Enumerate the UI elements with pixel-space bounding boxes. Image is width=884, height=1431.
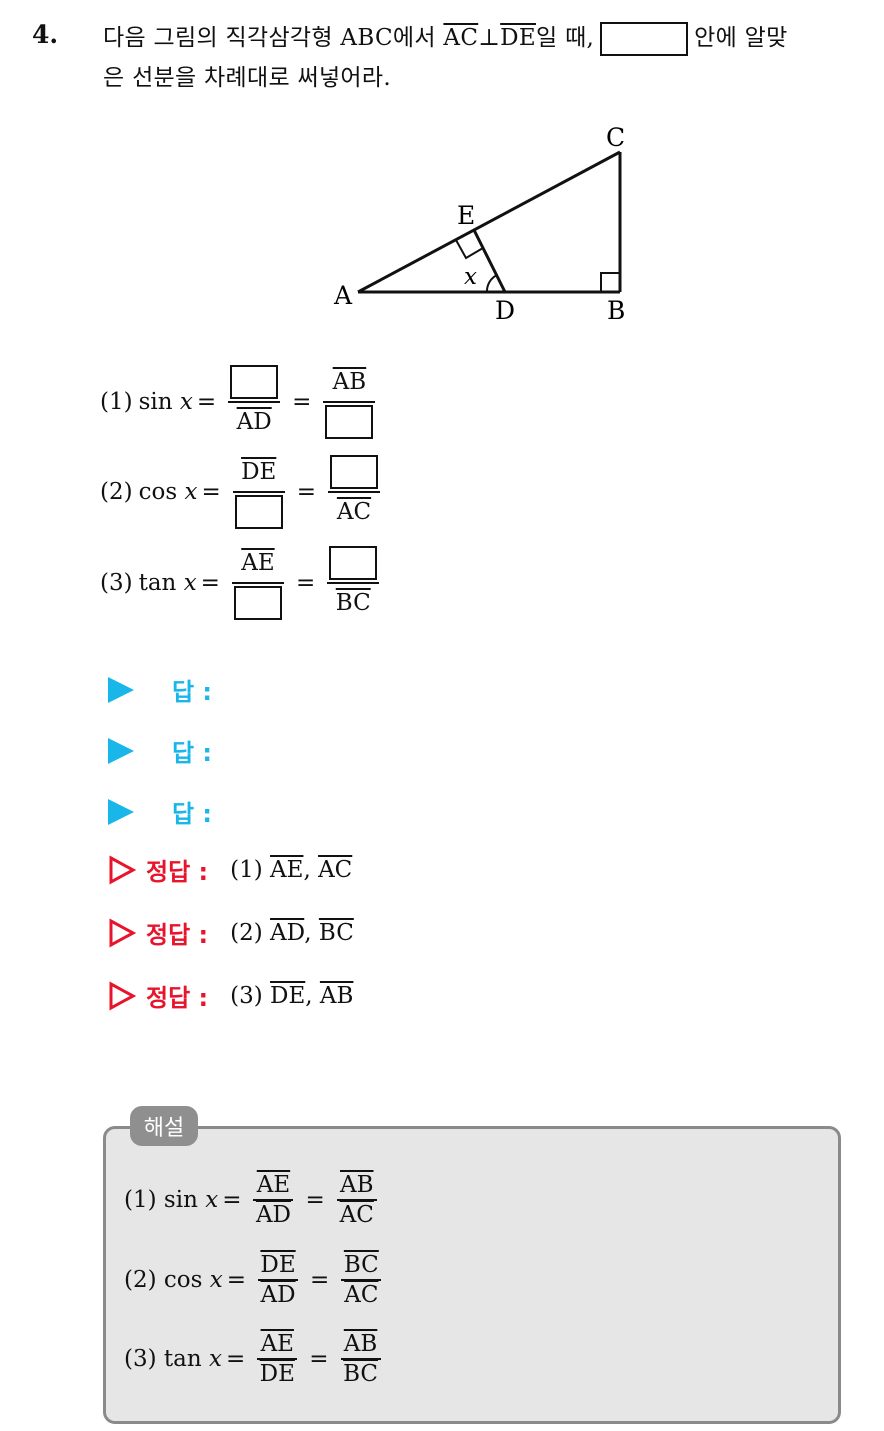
problem-label: (2) (100, 479, 133, 505)
question-suffix: 안에 알맞 (694, 25, 788, 51)
fraction-1: AD (228, 365, 281, 439)
fraction-numerator: AB (332, 369, 367, 395)
function-name: cos (138, 479, 178, 505)
variable-x: x (183, 570, 197, 596)
problem-1: (1) sin x = AD = AB (100, 362, 383, 442)
outline-triangle-icon (109, 980, 136, 1011)
answer-key-1: 정답 : (1) AE, AC (108, 852, 352, 887)
solution-box (103, 1126, 841, 1424)
question-mid: 일 때, (536, 25, 595, 51)
function-name: sin (138, 389, 173, 415)
fraction-2: AB (323, 365, 376, 439)
fraction-denominator: AC (336, 499, 372, 525)
fraction-2: AC (328, 455, 380, 529)
label-d: D (495, 296, 515, 325)
answer-box[interactable] (230, 365, 279, 399)
answer-box[interactable] (329, 546, 378, 580)
key-label: 정답 : (146, 984, 209, 1012)
fraction-denominator: BC (335, 590, 371, 616)
label-x: x (464, 264, 477, 290)
key-label: 정답 : (146, 921, 209, 949)
question-text-line2: 은 선분을 차례대로 써넣어라. (103, 65, 391, 91)
variable-x: x (205, 1187, 219, 1213)
answer-key-3: 정답 : (3) DE, AB (108, 978, 353, 1013)
variable-x: x (209, 1346, 222, 1372)
label-b: B (607, 296, 625, 325)
right-angle-b (600, 272, 620, 292)
solution-tag: 해설 (130, 1106, 198, 1146)
answer-box[interactable] (234, 495, 283, 529)
problem-2: (2) cos x = DE = AC (100, 452, 388, 532)
answer-line-3[interactable]: 답 : (108, 794, 212, 829)
key-value: (2) AD, BC (230, 919, 354, 946)
side-ac (357, 150, 621, 294)
answer-box[interactable] (325, 405, 374, 439)
question-text-line1: 다음 그림의 직각삼각형 ABC에서 AC⊥DE일 때, 안에 알맞 (103, 18, 788, 56)
answer-box[interactable] (330, 455, 378, 489)
blank-box (600, 22, 689, 56)
variable-x: x (179, 389, 193, 415)
segment-ac: AC (443, 25, 479, 51)
answer-line-1[interactable]: 답 : (108, 672, 212, 707)
key-label: 정답 : (146, 858, 209, 886)
problem-label: (3) (100, 570, 133, 596)
answer-label: 답 : (172, 739, 213, 767)
play-triangle-icon (108, 737, 134, 764)
right-angle-e (455, 239, 484, 260)
fraction-numerator: DE (241, 459, 277, 485)
segment-de: DE (500, 25, 536, 51)
solution-label: (2) (124, 1267, 157, 1293)
answer-box[interactable] (233, 586, 282, 620)
variable-x: x (209, 1267, 223, 1293)
question-number: 4. (32, 20, 59, 49)
solution-label: (1) (124, 1187, 157, 1213)
angle-x-arc (486, 274, 498, 293)
outline-triangle-icon (109, 854, 136, 885)
play-triangle-icon (108, 798, 134, 825)
question-prefix: 다음 그림의 직각삼각형 ABC에서 (103, 25, 444, 51)
play-triangle-icon (108, 676, 134, 703)
function-name: sin (163, 1187, 198, 1213)
fraction-denominator: AD (236, 409, 272, 435)
triangle-figure: A B C D E x (333, 123, 625, 325)
label-e: E (457, 201, 475, 230)
function-name: cos (163, 1267, 203, 1293)
answer-line-2[interactable]: 답 : (108, 733, 212, 768)
answer-label: 답 : (172, 800, 213, 828)
fraction-1: DE (232, 455, 285, 529)
fraction-1: AE (231, 546, 284, 620)
problem-3: (3) tan x = AE = BC (100, 543, 387, 623)
variable-x: x (184, 479, 198, 505)
segment-de-line (472, 229, 507, 293)
solution-label: (3) (124, 1346, 157, 1372)
perp-symbol: ⊥ (478, 25, 501, 51)
outline-triangle-icon (109, 917, 136, 948)
function-name: tan (138, 570, 177, 596)
fraction-2: BC (327, 546, 380, 620)
problem-label: (1) (100, 389, 133, 415)
label-c: C (606, 123, 625, 152)
key-value: (1) AE, AC (230, 856, 353, 883)
answer-label: 답 : (172, 678, 213, 706)
label-a: A (333, 281, 353, 310)
function-name: tan (163, 1346, 202, 1372)
answer-key-2: 정답 : (2) AD, BC (108, 915, 354, 950)
fraction-numerator: AE (241, 550, 275, 576)
key-value: (3) DE, AB (230, 982, 354, 1009)
